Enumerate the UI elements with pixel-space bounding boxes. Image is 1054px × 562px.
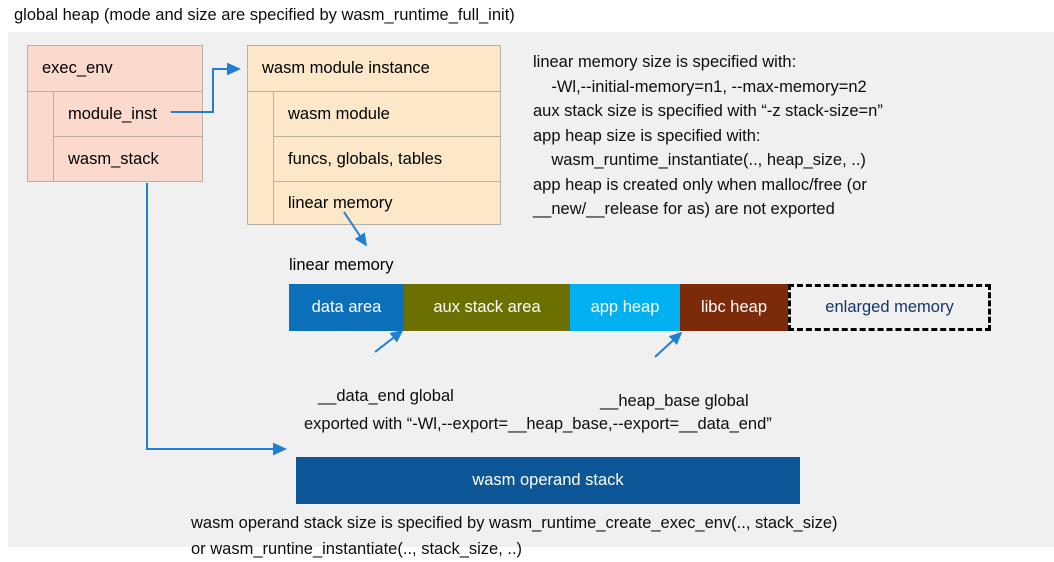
memory-segment-aux-stack-area: aux stack area <box>404 284 570 331</box>
exec-env-field-module-inst: module_inst <box>54 91 202 136</box>
wasm-module-instance-header: wasm module instance <box>262 59 430 77</box>
heap-base-annotation: __heap_base global <box>600 392 749 410</box>
diagram-panel: exec_env module_inst wasm_stack wasm mod… <box>8 32 1054 558</box>
linear-memory-notes: linear memory size is specified with: -W… <box>533 53 883 218</box>
wasm-module-instance-body: wasm module funcs, globals, tables linea… <box>248 91 500 225</box>
wasm-module-instance-gutter <box>248 91 274 225</box>
module-field-linear-memory: linear memory <box>274 181 500 225</box>
module-field-funcs-globals-tables: funcs, globals, tables <box>274 136 500 181</box>
data-end-annotation: __data_end global <box>318 387 454 405</box>
memory-segment-libc-heap: libc heap <box>680 284 788 331</box>
page-title: global heap (mode and size are specified… <box>14 6 515 24</box>
wasm-operand-stack-note: wasm operand stack size is specified by … <box>191 514 838 558</box>
memory-segment-data-area: data area <box>289 284 404 331</box>
memory-segment-app-heap: app heap <box>570 284 680 331</box>
linear-memory-bar-label: linear memory <box>289 256 394 274</box>
module-field-wasm-module: wasm module <box>274 91 500 136</box>
exec-env-field-wasm-stack: wasm_stack <box>54 136 202 182</box>
wasm-module-instance-fields: wasm module funcs, globals, tables linea… <box>274 91 500 225</box>
exec-env-gutter <box>28 91 54 182</box>
wasm-operand-stack-bar: wasm operand stack <box>296 457 800 504</box>
exec-env-body: module_inst wasm_stack <box>28 91 202 182</box>
exec-env-box: exec_env module_inst wasm_stack <box>27 45 203 182</box>
exec-env-header: exec_env <box>42 59 113 77</box>
exec-env-fields: module_inst wasm_stack <box>54 91 202 182</box>
wasm-module-instance-box: wasm module instance wasm module funcs, … <box>247 45 501 225</box>
memory-segment-enlarged-memory: enlarged memory <box>788 284 991 331</box>
exported-with-annotation: exported with “-Wl,--export=__heap_base,… <box>304 415 772 433</box>
